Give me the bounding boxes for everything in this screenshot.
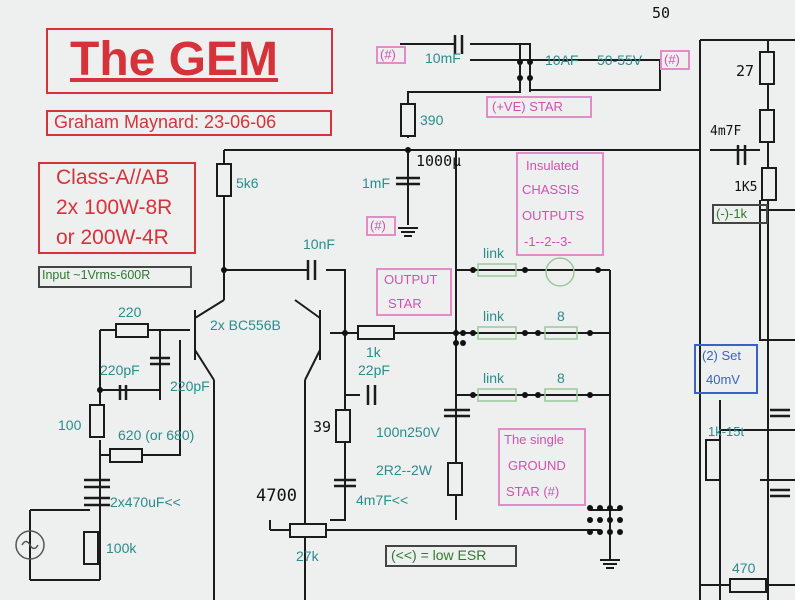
class-line-3: or 200W-4R bbox=[56, 226, 169, 249]
c220pf-b-label: 220pF bbox=[170, 378, 210, 394]
c100n-label: 100n250V bbox=[376, 424, 440, 440]
eight-2-label: 8 bbox=[557, 370, 565, 386]
cap-10mf-label: 10mF bbox=[425, 50, 461, 66]
transistors-label: 2x BC556B bbox=[210, 317, 281, 333]
resistor-27 bbox=[759, 51, 775, 85]
resistor-470 bbox=[729, 578, 767, 593]
ground-star-line-2: GROUND bbox=[508, 458, 566, 473]
c4m7f-right-label: 4m7F bbox=[710, 124, 742, 139]
input-label: Input ~1Vrms-600R bbox=[42, 268, 151, 282]
pos-star-label: (+VE) STAR bbox=[492, 99, 563, 114]
eight-1-label: 8 bbox=[557, 308, 565, 324]
low-esr-frame bbox=[385, 545, 517, 567]
r100-label: 100 bbox=[58, 417, 82, 433]
supply-mark-frame bbox=[660, 50, 690, 70]
signal-source bbox=[15, 530, 45, 560]
r100k-label: 100k bbox=[106, 540, 137, 556]
supply-label: 10AF bbox=[545, 52, 579, 68]
r220-label: 220 bbox=[118, 304, 142, 320]
output-star-line-1: OUTPUT bbox=[384, 272, 438, 287]
page-title: The GEM bbox=[70, 33, 279, 86]
output-star-line-2: STAR bbox=[388, 296, 422, 311]
author-frame bbox=[46, 110, 332, 136]
resistor-1k bbox=[357, 325, 395, 340]
r27-label: 27 bbox=[736, 62, 755, 80]
resistor-27k bbox=[289, 523, 327, 538]
r27k-label: 27k bbox=[296, 548, 319, 564]
title-frame bbox=[46, 28, 333, 94]
junction-dots bbox=[97, 59, 623, 535]
c1mf-label: 1mF bbox=[362, 175, 390, 191]
resistor-620 bbox=[109, 448, 143, 463]
r390-label: 390 bbox=[420, 112, 444, 128]
link-1-label: link bbox=[483, 245, 505, 261]
ground-star-line-1: The single bbox=[504, 432, 564, 447]
set-frame bbox=[694, 344, 758, 394]
class-line-2: 2x 100W-8R bbox=[56, 196, 173, 219]
insulated-line-2: CHASSIS bbox=[522, 182, 580, 197]
ground-star-frame bbox=[498, 428, 586, 506]
input-frame bbox=[38, 266, 192, 288]
r2r2-label: 2R2--2W bbox=[376, 462, 433, 478]
top-mark-frame bbox=[376, 46, 406, 64]
resistor-right-mid bbox=[759, 109, 775, 143]
class-line-1: Class-A//AB bbox=[56, 166, 170, 189]
resistor-39 bbox=[335, 409, 351, 443]
resistor-390 bbox=[400, 103, 416, 137]
top-left-mark: (#) bbox=[380, 47, 396, 62]
output-star-frame bbox=[376, 268, 452, 316]
insulated-line-4: -1--2--3- bbox=[524, 234, 572, 249]
top-number: 50 bbox=[652, 4, 671, 22]
low-esr-label: (<<) = low ESR bbox=[391, 547, 487, 563]
mark-hash: (#) bbox=[370, 218, 386, 233]
set-line-1: (2) Set bbox=[702, 348, 742, 363]
resistor-100 bbox=[89, 404, 105, 438]
c4m7f-label: 4m7F<< bbox=[356, 492, 409, 508]
supply-mark: (#) bbox=[664, 52, 680, 67]
insulated-line-1: Insulated bbox=[526, 158, 579, 173]
link-outlines bbox=[477, 257, 578, 402]
class-frame bbox=[38, 162, 196, 254]
r620-label: 620 (or 680) bbox=[118, 427, 195, 443]
ground-star-line-3: STAR (#) bbox=[506, 484, 560, 499]
resistor-1k5 bbox=[761, 167, 777, 201]
n4700-label: 4700 bbox=[256, 486, 297, 506]
c220pf-a-label: 220pF bbox=[100, 362, 140, 378]
r470-label: 470 bbox=[732, 560, 756, 576]
capacitors bbox=[84, 35, 790, 507]
mark-hash-frame bbox=[366, 216, 396, 236]
r1k-label: 1k bbox=[366, 344, 381, 360]
resistor-220 bbox=[115, 323, 149, 338]
r1k5-label: 1K5 bbox=[734, 180, 758, 195]
insulated-line-3: OUTPUTS bbox=[522, 208, 585, 223]
link-3-label: link bbox=[483, 370, 505, 386]
resistor-2r2 bbox=[447, 462, 463, 496]
c2x470-label: 2x470uF<< bbox=[110, 494, 181, 510]
c10nf-label: 10nF bbox=[303, 236, 335, 252]
insulated-frame bbox=[516, 152, 604, 256]
neg-1k-label: (-)-1k bbox=[716, 206, 748, 221]
trim-label: 1k-15t bbox=[708, 424, 745, 439]
r39-label: 39 bbox=[313, 418, 332, 436]
c1000-label: 1000μ bbox=[416, 152, 462, 170]
resistor-trim bbox=[705, 439, 721, 481]
ground-symbol bbox=[398, 227, 620, 569]
supply-voltage: 50-55V bbox=[597, 52, 643, 68]
neg-1k-frame bbox=[712, 204, 768, 224]
set-line-2: 40mV bbox=[706, 372, 740, 387]
pos-star-frame bbox=[486, 96, 592, 118]
resistors bbox=[83, 51, 777, 593]
r5k6-label: 5k6 bbox=[236, 175, 259, 191]
author-date: Graham Maynard: 23-06-06 bbox=[54, 112, 277, 132]
resistor-5k6 bbox=[216, 163, 232, 197]
link-2-label: link bbox=[483, 308, 505, 324]
resistor-100k bbox=[83, 531, 99, 565]
c22pf-label: 22pF bbox=[358, 362, 390, 378]
